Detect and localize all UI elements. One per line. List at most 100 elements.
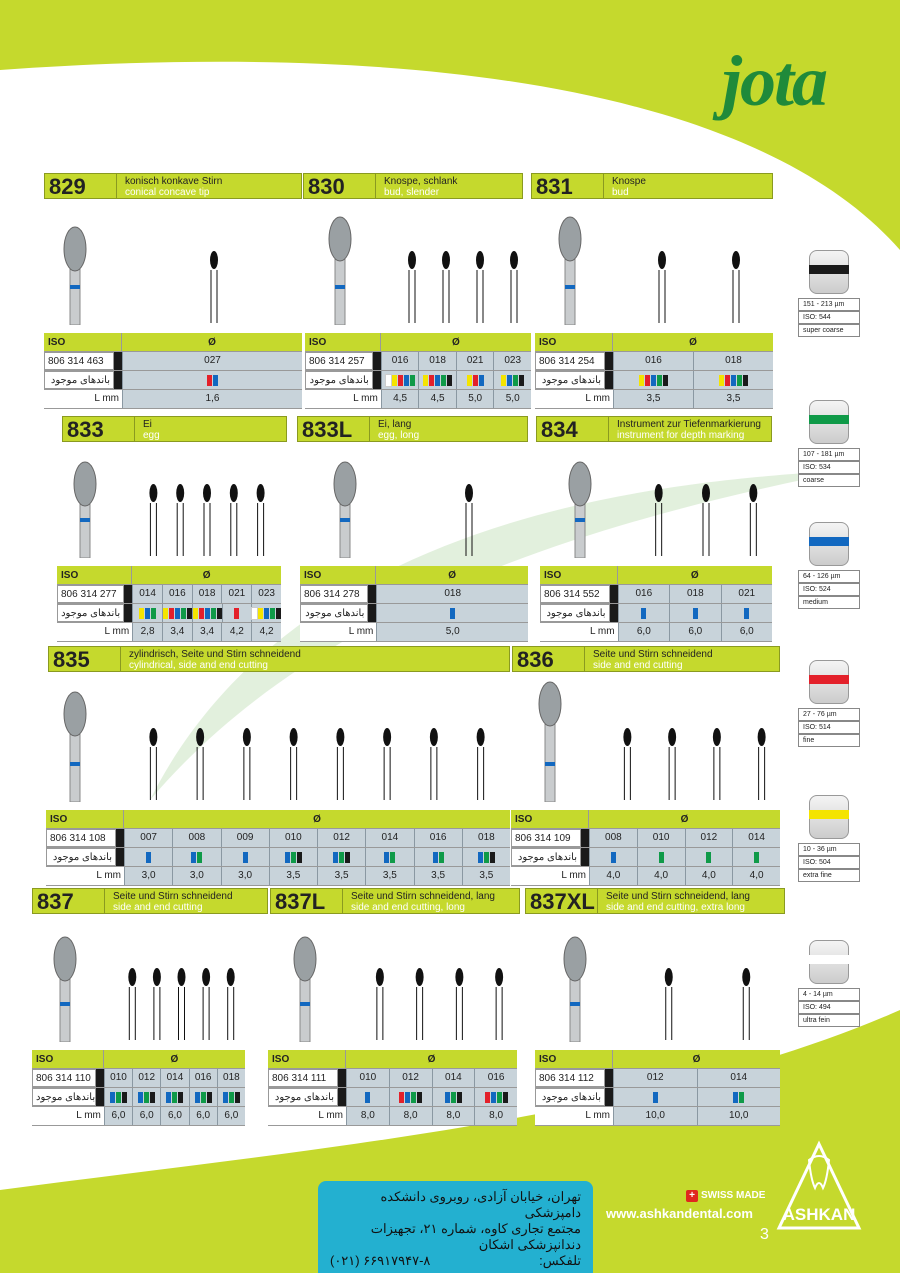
size-cell: 016 [413,829,462,847]
article-number: 837XL [526,889,598,914]
website-link[interactable]: www.ashkandental.com [606,1206,753,1221]
band-swatch-black [122,1091,127,1103]
band-cell [122,371,302,389]
diameter-header: Ø [690,570,699,581]
bur-illustration [60,225,298,330]
band-swatch-white [251,606,258,620]
black-bar [605,371,613,389]
grit-name: super coarse [798,324,860,337]
article-code: 806 314 110 [32,1069,96,1087]
length-cell: 4,2 [221,623,252,641]
bur-images [558,216,740,326]
article-code: 806 314 463 [44,352,114,370]
length-label: L mm [535,1107,613,1125]
length-cell: 3,5 [317,867,366,885]
size-cell: 012 [317,829,366,847]
article-code: 806 314 278 [300,585,369,603]
bur-silhouette [415,968,424,1040]
bur-silhouette [742,968,751,1040]
length-label: L mm [305,390,381,408]
band-swatch-blue [610,851,616,863]
article-number: 836 [513,647,585,672]
description-en: egg [143,430,160,441]
article-number: 830 [304,174,376,199]
description-en: side and end cutting [113,902,203,913]
bur-silhouette [465,484,473,556]
band-swatch-yellow [138,607,144,619]
bur-silhouette [702,484,710,556]
band-swatch-blue [384,851,390,863]
band-swatch-grn [172,1091,178,1103]
band-swatch-grn [438,851,444,863]
band-swatch-grn [197,851,203,863]
band-swatch-blue [166,1091,172,1103]
bands-row: باندهای موجود [535,1088,780,1107]
description-en: side and end cutting [593,660,683,671]
size-cell: 021 [455,352,494,370]
band-swatch-red [429,374,435,386]
length-label: L mm [268,1107,346,1125]
grit-iso: ISO: 514 [798,721,860,734]
iso-header: ISO [44,333,122,351]
band-swatch-grn [228,1091,234,1103]
bur-silhouette [408,251,416,323]
band-swatch-blue [146,851,152,863]
band-swatch-yellow [258,607,263,619]
grit-iso: ISO: 534 [798,461,860,474]
size-cell: 018 [461,829,510,847]
bands-label: باندهای موجود [268,1088,338,1106]
size-cell: 009 [220,829,269,847]
black-bar [581,829,589,847]
length-cell: 6,0 [103,1107,133,1125]
length-label: L mm [511,867,589,885]
band-cell [388,1088,432,1106]
bur-silhouette [177,968,186,1040]
bur-silhouette [664,968,673,1040]
article-code: 806 314 108 [46,829,116,847]
size-cell: 010 [636,829,685,847]
band-cell [636,848,685,866]
band-swatch-yellow [501,374,507,386]
length-cell: 4,2 [251,623,282,641]
bands-label: باندهای موجود [44,371,114,389]
band-swatch-red [168,607,174,619]
article-number: 831 [532,174,604,199]
size-cell: 021 [720,585,772,603]
band-swatch-blue [490,1091,496,1103]
bur-images [328,216,518,326]
length-cell: 3,5 [461,867,510,885]
bur-silhouette [383,728,392,800]
black-bar [124,604,133,622]
bur-silhouette [749,484,758,556]
grit-color-band [809,537,849,546]
bur-silhouette [128,968,137,1040]
length-cell: 10,0 [696,1107,780,1125]
grit-cap-icon [809,940,849,984]
band-swatch-red [484,1091,490,1103]
size-cell: 016 [161,585,192,603]
size-cell: 018 [216,1069,245,1087]
band-swatch-black [743,374,748,386]
band-swatch-grn [737,374,742,386]
size-cell: 008 [172,829,221,847]
size-cell: 012 [613,1069,697,1087]
bur-illustration [70,460,274,563]
bur-silhouette [712,728,721,800]
grit-name: coarse [798,474,860,487]
band-cell [103,1088,133,1106]
grit-iso: ISO: 544 [798,311,860,324]
tel-label: تلفکس: [539,1253,581,1268]
band-swatch-yellow [192,607,198,619]
